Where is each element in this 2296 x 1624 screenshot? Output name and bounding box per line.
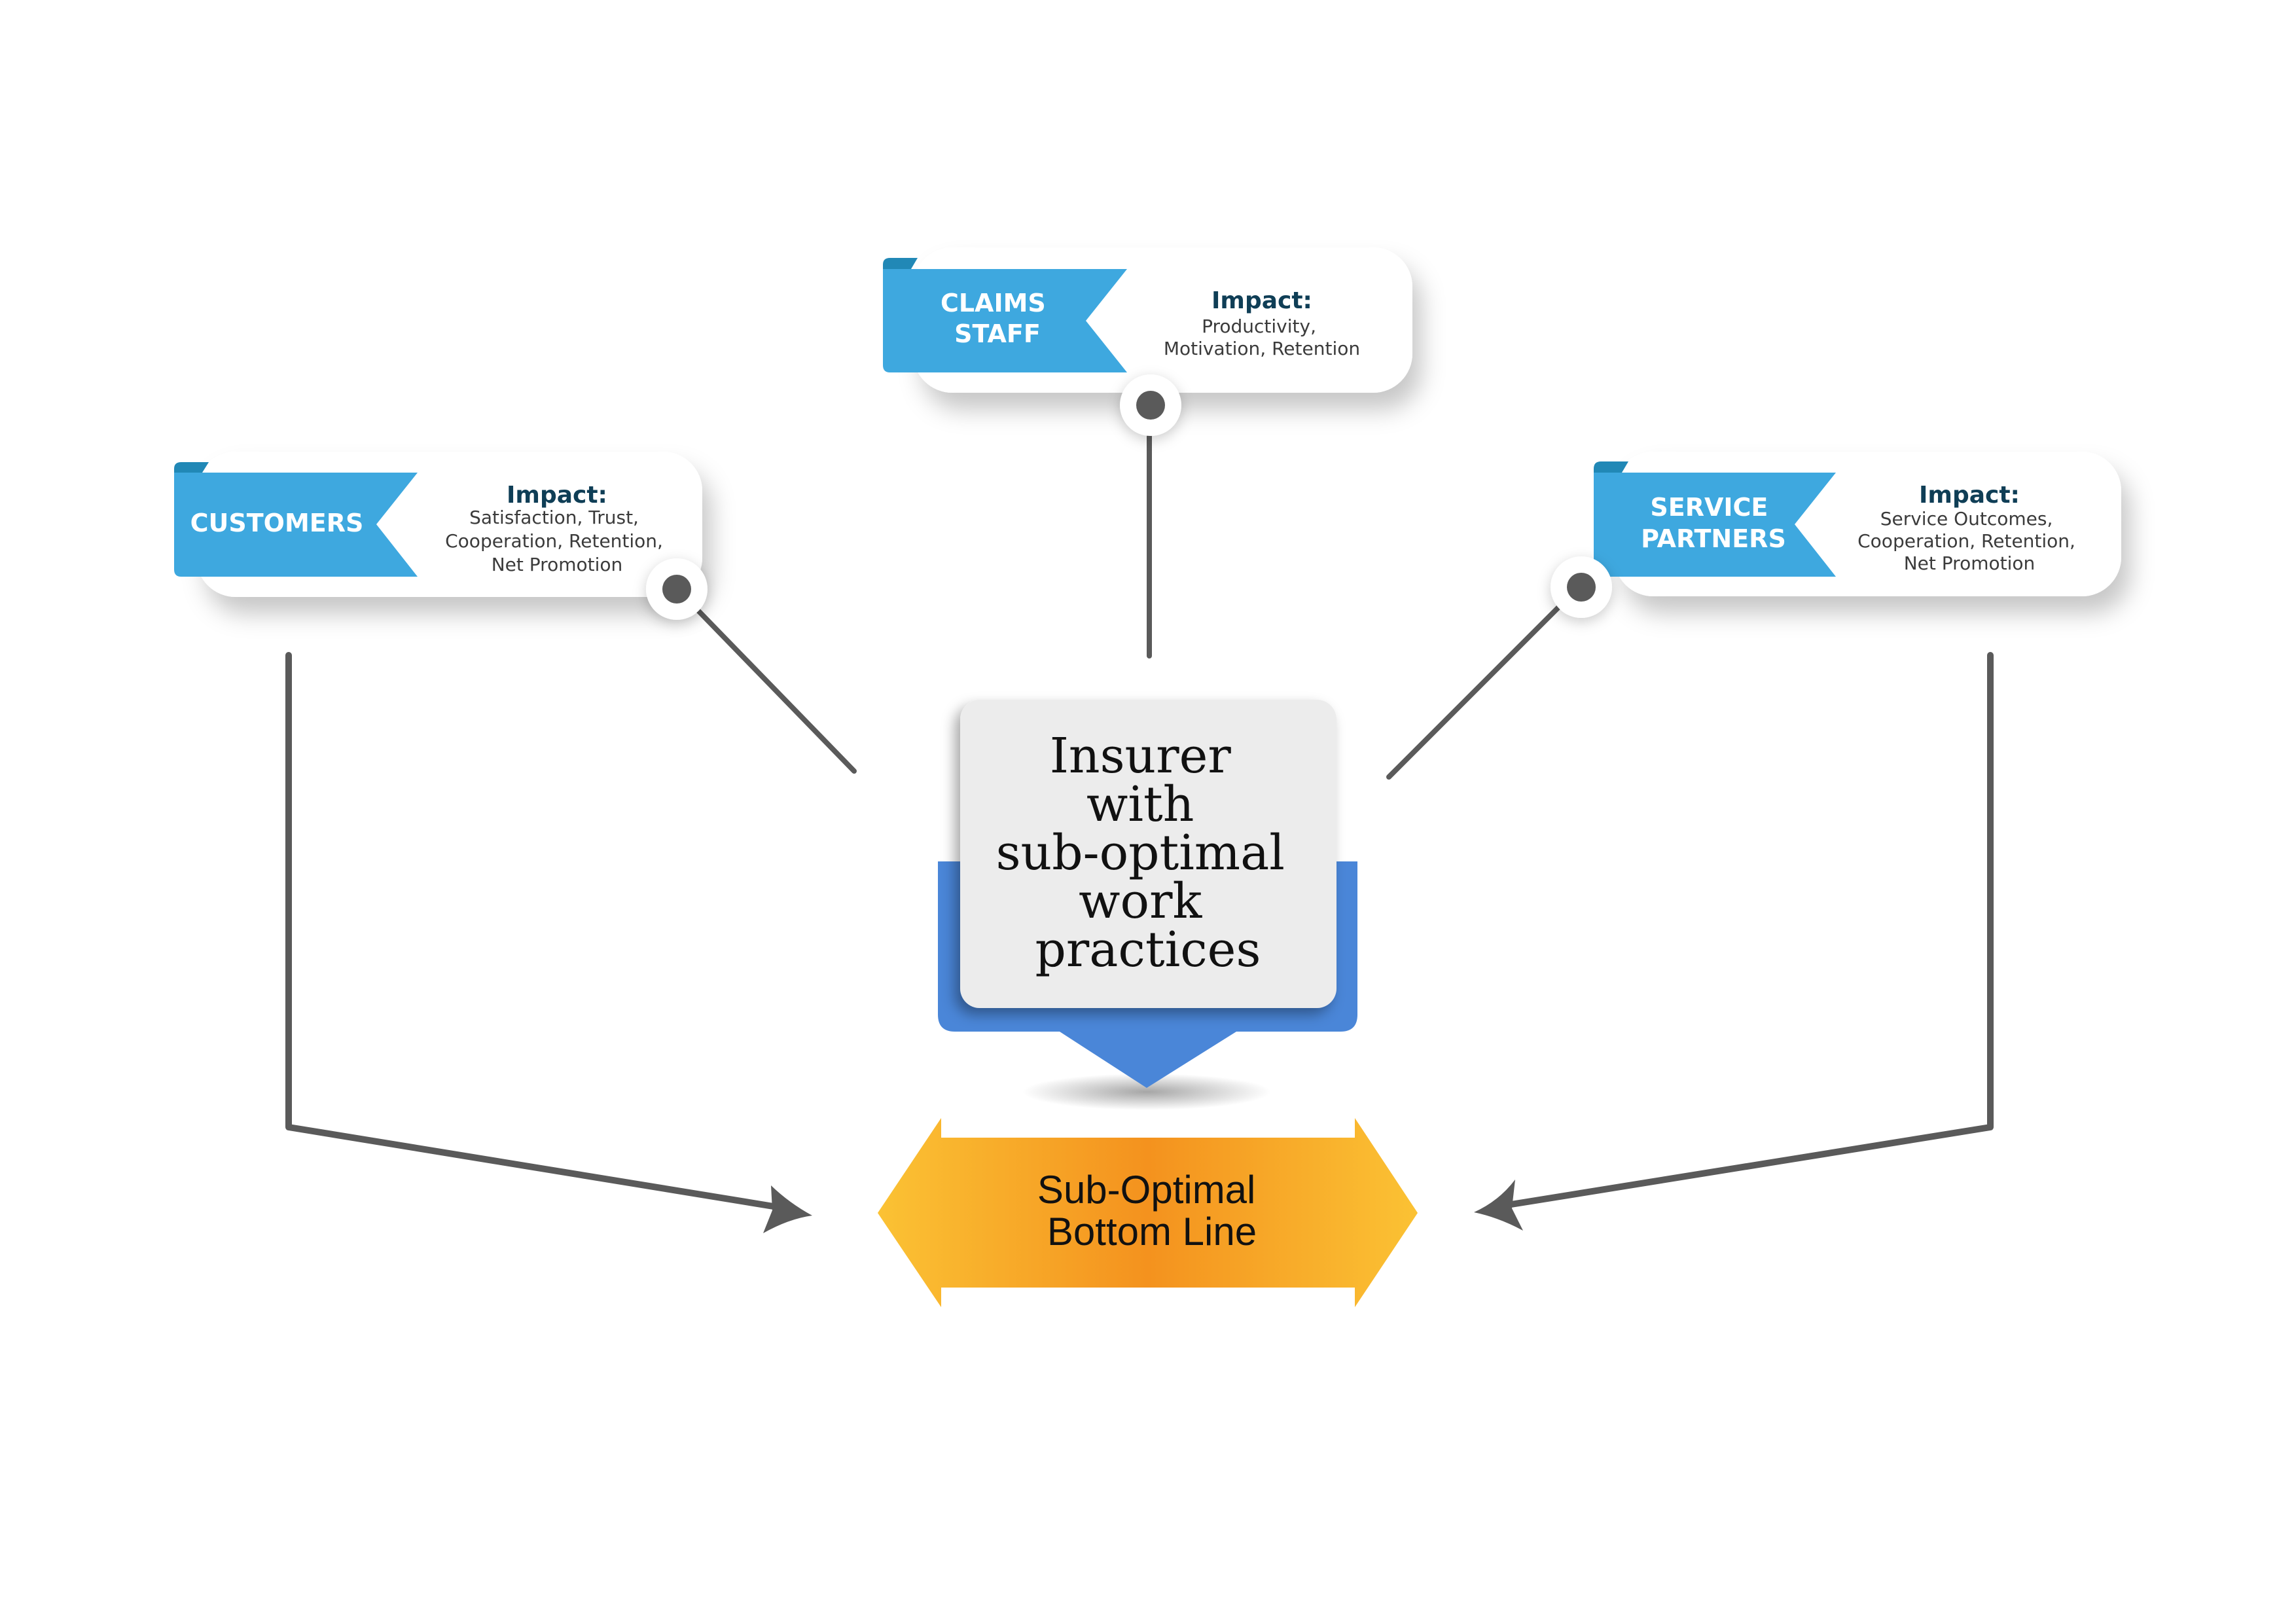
connector-dot-icon (1136, 391, 1165, 420)
ribbon-banner (1594, 473, 1836, 577)
impact-details: Satisfaction, Trust, Cooperation, Retent… (445, 507, 669, 575)
ribbon-banner (174, 473, 418, 577)
ribbon-label: CUSTOMERS (190, 509, 364, 537)
ribbon-banner (883, 269, 1127, 372)
ribbon-label: CLAIMS STAFF (941, 289, 1054, 348)
ribbon-label: SERVICE PARTNERS (1641, 493, 1786, 553)
stakeholder-card-customers: CUSTOMERS Impact: Satisfaction, Trust, C… (174, 452, 708, 620)
outcome-node: Sub-Optimal Bottom Line (878, 1118, 1418, 1307)
impact-title: Impact: (1211, 287, 1312, 314)
ribbon-fold (883, 258, 918, 269)
outcome-double-arrow (878, 1118, 1418, 1307)
center-title: Insurer with sub-optimal work practices (996, 728, 1300, 978)
ribbon-fold (1594, 461, 1628, 473)
partners-to-outcome-arrow-line (1496, 652, 1994, 1210)
arrowhead-right-icon (1474, 1180, 1523, 1231)
connector-dot-icon (1567, 573, 1596, 602)
customers-connector-line (694, 606, 857, 774)
customers-to-outcome-arrow-line (285, 652, 789, 1212)
center-node: Insurer with sub-optimal work practices (938, 700, 1357, 1110)
partners-connector-line (1386, 605, 1561, 780)
outcome-label: Sub-Optimal Bottom Line (1037, 1168, 1266, 1254)
ribbon-fold (174, 462, 209, 473)
impact-details: Service Outcomes, Cooperation, Retention… (1857, 508, 2081, 574)
impact-title: Impact: (1919, 482, 2020, 509)
pointer-shadow (1022, 1074, 1271, 1110)
connectors (285, 434, 1994, 1212)
stakeholder-card-claims-staff: CLAIMS STAFF Impact: Productivity, Motiv… (883, 247, 1412, 436)
impact-details: Productivity, Motivation, Retention (1164, 316, 1360, 359)
connector-dot-icon (662, 575, 691, 604)
arrowhead-left-icon (763, 1185, 812, 1233)
center-box (960, 700, 1336, 1008)
impact-title: Impact: (507, 482, 607, 509)
stakeholder-card-service-partners: SERVICE PARTNERS Impact: Service Outcome… (1551, 452, 2121, 618)
